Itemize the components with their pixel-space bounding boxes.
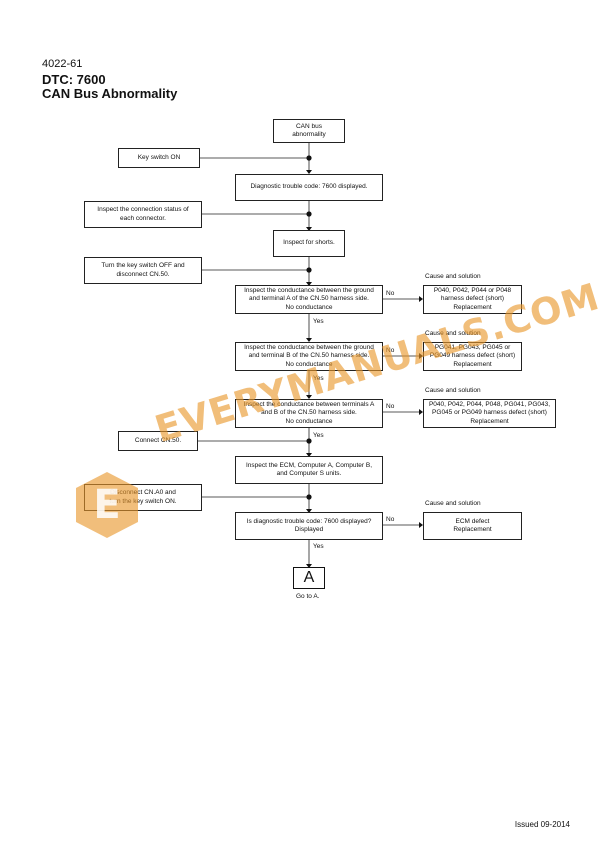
- yes-label-4: Yes: [313, 543, 324, 550]
- check-terminal-b: Inspect the conductance between the grou…: [235, 342, 383, 371]
- no-label-2: No: [386, 347, 395, 354]
- inspect-ecm-step: Inspect the ECM, Computer A, Computer B,…: [235, 456, 383, 484]
- no-label-3: No: [386, 403, 395, 410]
- solution-1: P040, P042, P044 or P048 harness defect …: [423, 285, 522, 314]
- watermark-logo-icon: E: [76, 472, 138, 538]
- key-switch-on-step: Key switch ON: [118, 148, 200, 168]
- diag-displayed-step: Diagnostic trouble code: 7600 displayed.: [235, 174, 383, 201]
- solution-3: P040, P042, P044, P048, PG041, PG043, PG…: [423, 399, 556, 428]
- yes-label-1: Yes: [313, 318, 324, 325]
- turn-off-step: Turn the key switch OFF and disconnect C…: [84, 257, 202, 284]
- page-number: 4022-61: [42, 58, 83, 70]
- inspect-connection-step: Inspect the connection status of each co…: [84, 201, 202, 228]
- yes-label-3: Yes: [313, 432, 324, 439]
- check-dtc-displayed: Is diagnostic trouble code: 7600 display…: [235, 512, 383, 540]
- no-label-1: No: [386, 290, 395, 297]
- cause-label-3: Cause and solution: [425, 387, 481, 394]
- watermark-logo-letter: E: [93, 482, 120, 528]
- dtc-code: DTC: 7600: [42, 72, 106, 87]
- cause-label-4: Cause and solution: [425, 500, 481, 507]
- start-box: CAN bus abnormality: [273, 119, 345, 143]
- solution-4: ECM defect Replacement: [423, 512, 522, 540]
- issued-date: Issued 09-2014: [514, 820, 570, 829]
- solution-2: PG041, PG043, PG045 or PG049 harness def…: [423, 342, 522, 371]
- goto-a-label: Go to A.: [296, 593, 320, 600]
- check-terminals-a-b: Inspect the conductance between terminal…: [235, 399, 383, 428]
- cause-label-2: Cause and solution: [425, 330, 481, 337]
- inspect-shorts-step: Inspect for shorts.: [273, 230, 345, 257]
- no-label-4: No: [386, 516, 395, 523]
- check-terminal-a: Inspect the conductance between the grou…: [235, 285, 383, 314]
- yes-label-2: Yes: [313, 375, 324, 382]
- goto-a-box: A: [293, 567, 325, 589]
- connect-cn50-step: Connect CN.50.: [118, 431, 198, 451]
- page-title: CAN Bus Abnormality: [42, 86, 178, 101]
- cause-label-1: Cause and solution: [425, 273, 481, 280]
